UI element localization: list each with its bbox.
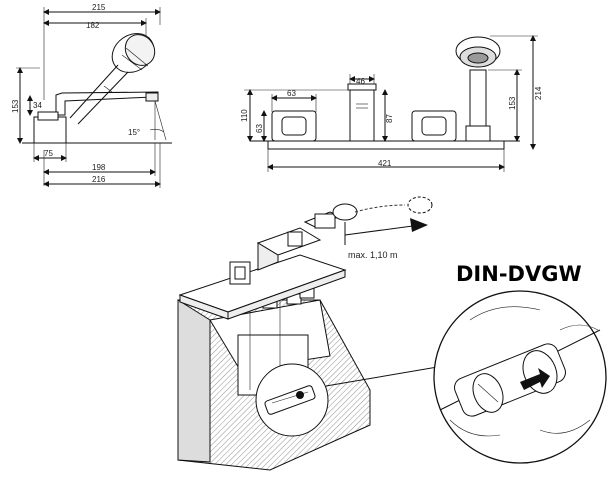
dim-overall-height: 214 bbox=[534, 86, 543, 100]
dim-base-to-spout: 198 bbox=[92, 163, 106, 172]
spout-side bbox=[55, 91, 159, 116]
flow-direction-arrow-icon bbox=[520, 368, 550, 390]
front-view: 63 110 63 46 87 421 153 214 bbox=[240, 35, 543, 172]
dim-overall-width: 215 bbox=[92, 3, 106, 12]
spout-front bbox=[347, 83, 377, 142]
dim-base-depth: 75 bbox=[44, 149, 53, 158]
certification-label: DIN-DVGW bbox=[456, 262, 582, 286]
zoom-leader-line bbox=[325, 363, 456, 387]
valve-cartridge-detail bbox=[439, 306, 601, 437]
assembly-view: max. 1,10 m DIN-DVGW bbox=[177, 196, 607, 471]
valve-body-side bbox=[33, 116, 67, 144]
dim-spout-width: 46 bbox=[356, 77, 365, 86]
dim-spout-height: 87 bbox=[385, 114, 394, 123]
hose-length-note: max. 1,10 m bbox=[348, 250, 398, 260]
housing-side-panel bbox=[177, 299, 211, 463]
dim-total-width: 421 bbox=[378, 159, 392, 168]
dim-spout-reach: 182 bbox=[86, 21, 100, 30]
hand-shower-extended bbox=[407, 196, 433, 214]
side-view: 215 182 153 34 bbox=[11, 3, 172, 188]
dim-angle: 15° bbox=[128, 128, 140, 137]
deck-plate-front bbox=[267, 140, 505, 150]
hand-shower-iso bbox=[332, 203, 358, 221]
valve-cartridge-small bbox=[264, 385, 316, 415]
dim-total-length: 216 bbox=[92, 175, 106, 184]
hose-dashed bbox=[354, 204, 406, 213]
dim-handle-height: 63 bbox=[255, 124, 264, 133]
dim-height: 153 bbox=[11, 99, 20, 113]
dim-shower-height: 153 bbox=[508, 96, 517, 110]
dim-spout-height: 34 bbox=[33, 101, 42, 110]
hand-shower-front bbox=[455, 36, 501, 142]
dim-body-height: 110 bbox=[240, 109, 249, 122]
shower-holder-iso bbox=[314, 213, 336, 229]
dim-handle-width: 63 bbox=[287, 89, 296, 98]
hand-shower-side bbox=[69, 33, 156, 125]
